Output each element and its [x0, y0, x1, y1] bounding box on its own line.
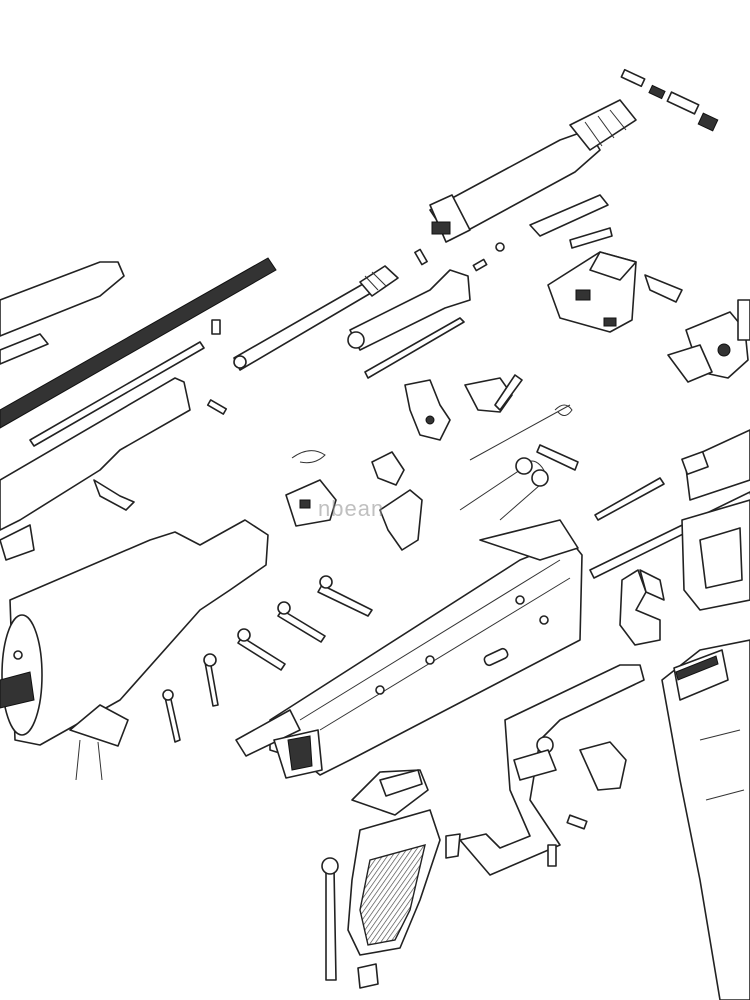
recoil-spring-part	[0, 257, 277, 429]
stock-bracket-part	[69, 704, 129, 781]
front-sight-block-part	[667, 299, 750, 383]
bolt-carrier-part	[233, 265, 399, 371]
safety-spring-part	[291, 450, 326, 464]
hammer-spring-part	[469, 404, 573, 461]
receiver-pins-part	[237, 575, 373, 671]
gas-tube-handguard-part	[429, 99, 637, 243]
axis-pin-part	[536, 444, 579, 471]
disconnector-part	[464, 374, 523, 413]
cleaning-rod-tip-part	[620, 68, 719, 132]
lower-handguard-part	[0, 261, 125, 365]
guide-rod-part	[29, 341, 205, 447]
magazine-part	[661, 639, 750, 1000]
firing-pin-part	[364, 317, 465, 379]
buttstock-part	[0, 519, 269, 746]
barrel-part	[681, 429, 750, 501]
magazine-catch-part	[513, 749, 588, 867]
hammer-part	[404, 379, 451, 441]
rear-sight-block-part	[547, 251, 683, 333]
selector-part	[285, 479, 337, 527]
rear-sight-leaf-part	[495, 194, 613, 252]
grip-screw-part	[321, 857, 379, 989]
trigger-part	[371, 451, 423, 551]
trigger-spring-part	[459, 457, 549, 521]
bolt-part	[347, 269, 471, 351]
small-pins-part	[206, 248, 488, 415]
pistol-grip-part	[347, 769, 441, 956]
stock-screws-part	[162, 653, 219, 743]
lower-handguard-right-part	[681, 499, 750, 611]
handguard-retainer-part	[619, 569, 665, 646]
dust-cover-part	[0, 377, 191, 561]
grip-nut-part	[445, 833, 461, 859]
receiver-part	[235, 519, 583, 779]
